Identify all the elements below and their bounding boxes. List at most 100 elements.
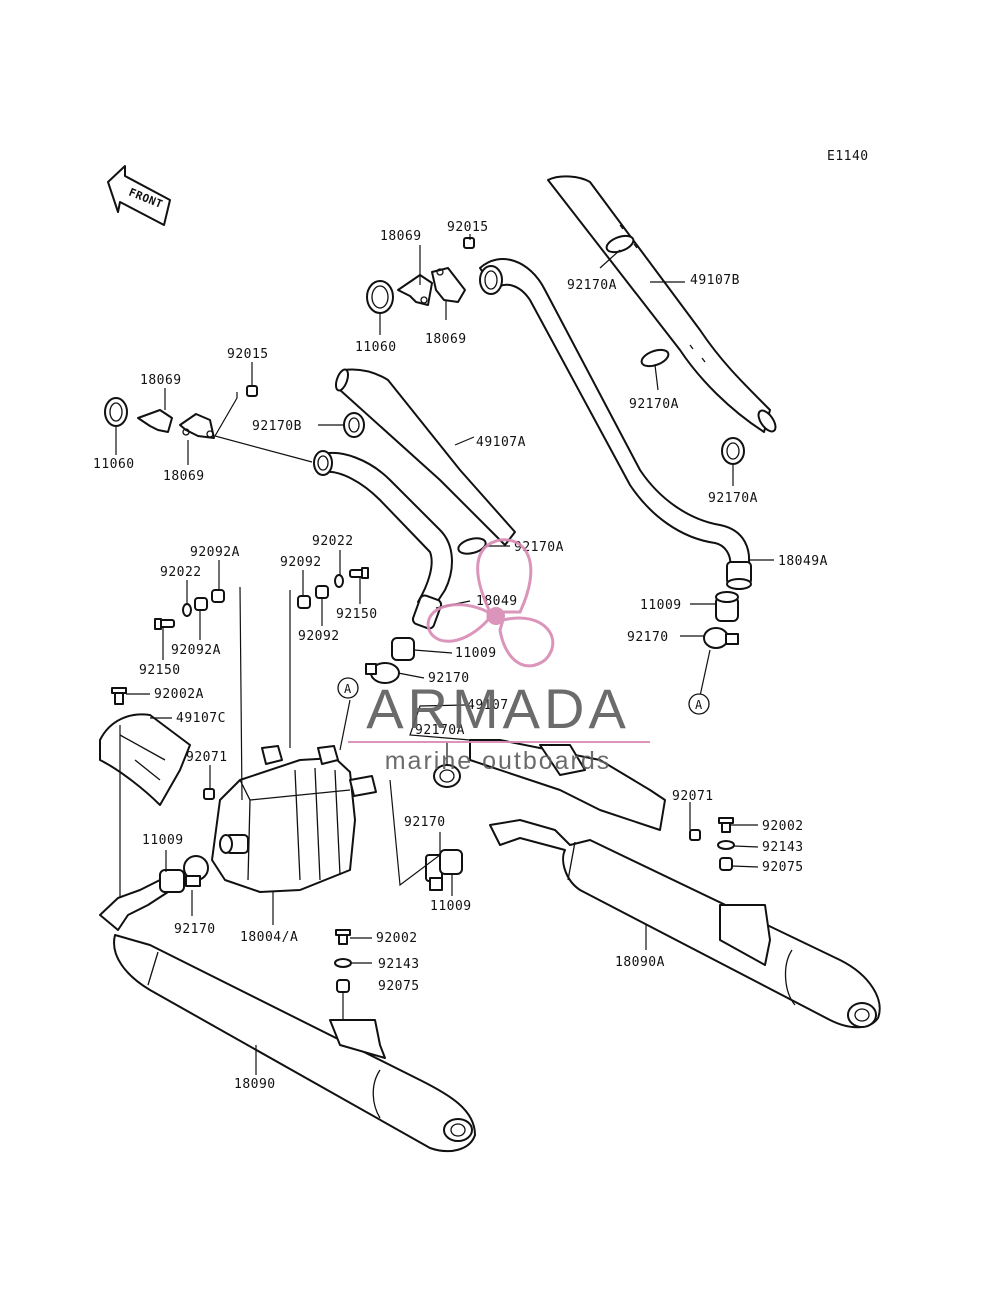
label-92015: 92015 bbox=[227, 347, 269, 362]
bolt-92002-right bbox=[718, 817, 734, 833]
callout-a-right: A bbox=[688, 693, 710, 715]
grommet-92092a-top bbox=[211, 589, 225, 603]
grommet-92092-b bbox=[315, 585, 329, 599]
label-92170: 92170 bbox=[404, 815, 446, 830]
label-92075: 92075 bbox=[378, 979, 420, 994]
gasket-11060-top bbox=[366, 280, 394, 314]
label-18090: 18090 bbox=[234, 1077, 276, 1092]
svg-text:A: A bbox=[344, 682, 352, 696]
label-92071: 92071 bbox=[186, 750, 228, 765]
label-92092: 92092 bbox=[298, 629, 340, 644]
label-92092a: 92092A bbox=[190, 545, 240, 560]
exhaust-cover-49107a bbox=[334, 368, 516, 546]
exhaust-pipe-18049a bbox=[479, 258, 752, 590]
nut-92015-top bbox=[463, 237, 475, 249]
label-11009: 11009 bbox=[640, 598, 682, 613]
label-11009: 11009 bbox=[455, 646, 497, 661]
label-92143: 92143 bbox=[378, 957, 420, 972]
label-92022: 92022 bbox=[160, 565, 202, 580]
label-92170: 92170 bbox=[627, 630, 669, 645]
label-92170a: 92170A bbox=[567, 278, 617, 293]
label-92092: 92092 bbox=[280, 555, 322, 570]
clamp-92170-right bbox=[703, 627, 739, 649]
label-11009: 11009 bbox=[430, 899, 472, 914]
label-18069: 18069 bbox=[140, 373, 182, 388]
grommet-92092a-left bbox=[194, 597, 208, 611]
label-92170a: 92170A bbox=[708, 491, 758, 506]
label-92075: 92075 bbox=[762, 860, 804, 875]
washer-92022-mid bbox=[334, 574, 344, 588]
propeller-logo-icon bbox=[426, 538, 555, 668]
heat-guard-49107c bbox=[99, 713, 191, 806]
callout-a-left: A bbox=[337, 677, 359, 699]
washer-92022-left bbox=[182, 603, 192, 617]
gasket-11060-left bbox=[104, 397, 128, 427]
label-92170a: 92170A bbox=[629, 397, 679, 412]
label-49107a: 49107A bbox=[476, 435, 526, 450]
grommet-92092-a bbox=[297, 595, 311, 609]
bolt-92150-left bbox=[154, 618, 175, 630]
rear-pipe-cover-49107 bbox=[469, 739, 666, 831]
sleeve-11009-low bbox=[439, 849, 463, 875]
label-92150: 92150 bbox=[336, 607, 378, 622]
label-18069: 18069 bbox=[380, 229, 422, 244]
label-11060: 11060 bbox=[93, 457, 135, 472]
label-92002: 92002 bbox=[762, 819, 804, 834]
leader-lines bbox=[115, 234, 774, 1075]
sleeve-11009-left bbox=[159, 869, 185, 893]
clamp-92170a-mid bbox=[457, 537, 487, 555]
damper-92075-mid bbox=[336, 979, 350, 993]
label-18069: 18069 bbox=[163, 469, 205, 484]
label-49107: 49107 bbox=[467, 698, 509, 713]
label-92170: 92170 bbox=[428, 671, 470, 686]
muffler-18090 bbox=[113, 934, 476, 1153]
clamp-92170a-2 bbox=[640, 348, 670, 368]
label-49107b: 49107B bbox=[690, 273, 740, 288]
diagram-code: E1140 bbox=[827, 149, 869, 164]
label-92022: 92022 bbox=[312, 534, 354, 549]
label-92150: 92150 bbox=[139, 663, 181, 678]
bolt-92150-mid bbox=[349, 567, 369, 579]
svg-text:A: A bbox=[695, 698, 703, 712]
muffler-chamber-18004a bbox=[211, 745, 377, 893]
label-92071: 92071 bbox=[672, 789, 714, 804]
label-92170a: 92170A bbox=[415, 723, 465, 738]
label-18090a: 18090A bbox=[615, 955, 665, 970]
label-11009: 11009 bbox=[142, 833, 184, 848]
label-92002a: 92002A bbox=[154, 687, 204, 702]
sleeve-11009-right bbox=[715, 591, 739, 622]
flange-18069-top bbox=[397, 267, 466, 306]
washer-92143-right bbox=[717, 840, 735, 850]
nut-92071-right bbox=[689, 829, 701, 841]
label-92170b: 92170B bbox=[252, 419, 302, 434]
exhaust-pipe-18049 bbox=[313, 450, 453, 630]
bolt-92002-mid bbox=[335, 929, 351, 945]
label-18049a: 18049A bbox=[778, 554, 828, 569]
label-92002: 92002 bbox=[376, 931, 418, 946]
label-92170: 92170 bbox=[174, 922, 216, 937]
label-49107c: 49107C bbox=[176, 711, 226, 726]
label-92092a: 92092A bbox=[171, 643, 221, 658]
sleeve-11009-mid bbox=[391, 637, 415, 661]
front-arrow-icon: FRONT bbox=[107, 165, 171, 226]
clamp-92170a-low bbox=[433, 764, 461, 788]
clamp-92170a-1 bbox=[605, 234, 635, 254]
muffler-18090a bbox=[489, 819, 881, 1029]
clamp-92170-left bbox=[183, 855, 209, 887]
watermark-tagline: marine outboards bbox=[385, 747, 612, 775]
label-18069: 18069 bbox=[425, 332, 467, 347]
clamp-92170b bbox=[343, 412, 365, 438]
label-92015: 92015 bbox=[447, 220, 489, 235]
connector-pipe-left bbox=[99, 879, 169, 931]
armada-watermark: ARMADA marine outboards bbox=[348, 538, 650, 775]
watermark-brand: ARMADA bbox=[366, 677, 630, 740]
washer-92143-mid bbox=[334, 958, 352, 968]
label-11060: 11060 bbox=[355, 340, 397, 355]
nut-92015-left bbox=[246, 385, 258, 397]
label-18004a: 18004/A bbox=[240, 930, 298, 945]
bolt-92002a bbox=[111, 687, 127, 705]
part-labels: 18069 92015 11060 18069 92170A 49107B 92… bbox=[93, 220, 828, 1092]
label-92143: 92143 bbox=[762, 840, 804, 855]
exhaust-pipe-49107b bbox=[547, 175, 777, 433]
